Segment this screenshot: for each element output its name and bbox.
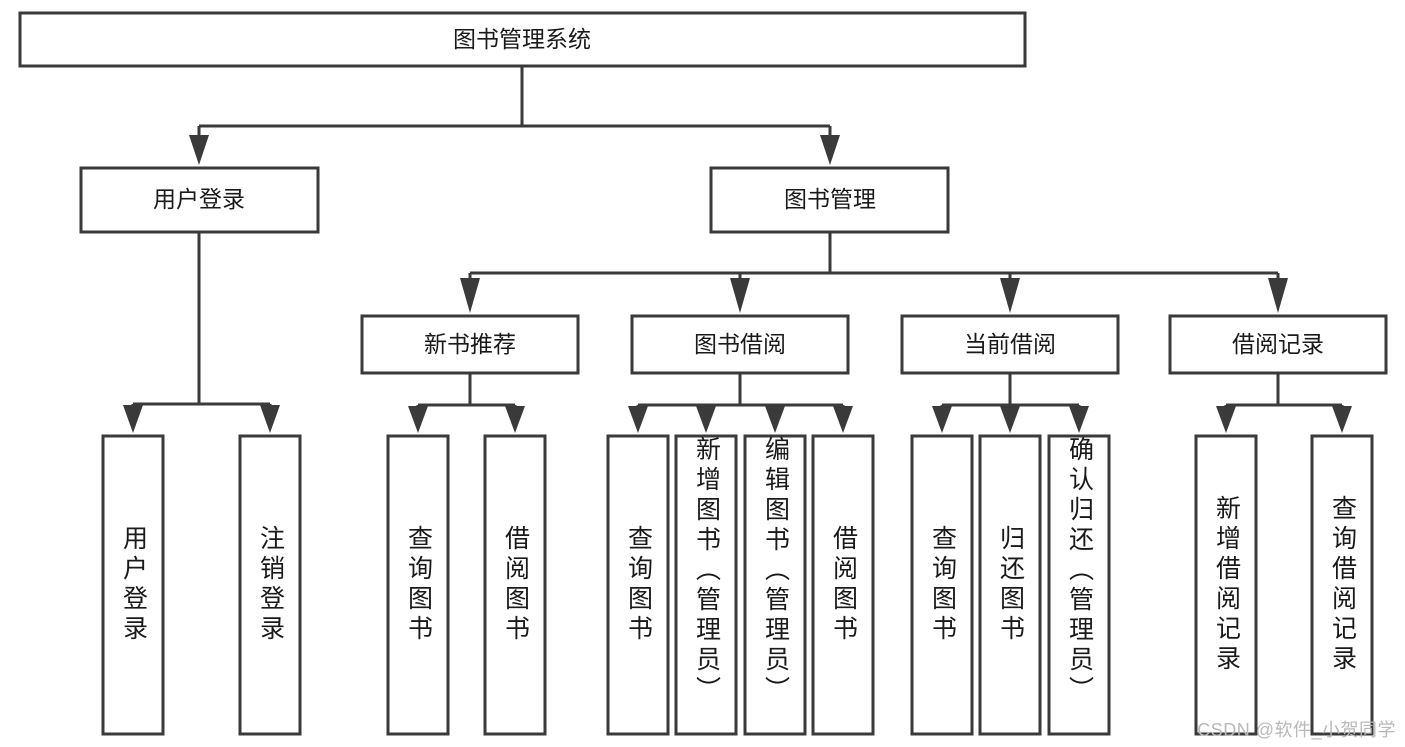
arrow-current-leaf-2 (1000, 406, 1020, 433)
node-box-borrow-record[interactable] (1168, 314, 1388, 375)
node-box-leaf-borrow-2[interactable] (674, 434, 738, 736)
node-box-leaf-record-2[interactable] (1310, 434, 1374, 736)
arrow-bookmgmt-to-borrow (730, 278, 750, 313)
node-label-borrow-record: 借阅记录 (1232, 331, 1324, 357)
node-box-leaf-user-login-2[interactable] (238, 434, 302, 736)
node-box-leaf-current-3[interactable] (1047, 434, 1111, 736)
arrow-borrow-leaf-2 (696, 406, 716, 433)
node-box-leaf-recommend-1[interactable] (386, 434, 450, 736)
node-box-root[interactable] (18, 11, 1027, 68)
node-label-book-management: 图书管理 (784, 186, 876, 212)
arrow-root-to-bookmgmt (820, 135, 840, 165)
arrow-borrow-leaf-4 (833, 406, 853, 433)
arrow-borrow-leaf-1 (628, 406, 648, 433)
node-box-user-login[interactable] (79, 166, 320, 234)
arrow-recommend-leaf-1 (408, 406, 428, 433)
arrow-login-leaf-2 (260, 405, 280, 433)
arrow-bookmgmt-to-current (1000, 278, 1020, 313)
node-box-book-borrow[interactable] (630, 314, 850, 375)
node-box-leaf-user-login-1[interactable] (101, 434, 165, 736)
node-label-book-borrow: 图书借阅 (694, 331, 786, 357)
connector-layer (123, 66, 1352, 433)
arrow-recommend-leaf-2 (505, 406, 525, 433)
node-box-leaf-recommend-2[interactable] (483, 434, 547, 736)
watermark-text: CSDN @软件_小贺同学 (1197, 720, 1396, 740)
arrow-borrow-leaf-3 (765, 406, 785, 433)
node-box-leaf-borrow-3[interactable] (743, 434, 807, 736)
node-label-new-book-recommend: 新书推荐 (424, 331, 516, 357)
node-box-book-management[interactable] (709, 166, 950, 234)
arrow-current-leaf-3 (1069, 406, 1089, 433)
node-box-leaf-current-1[interactable] (910, 434, 974, 736)
node-box-leaf-borrow-1[interactable] (606, 434, 670, 736)
arrow-root-to-login (189, 135, 209, 165)
arrow-record-leaf-1 (1216, 406, 1236, 433)
arrow-bookmgmt-to-record (1268, 278, 1288, 313)
node-label-current-borrow: 当前借阅 (964, 331, 1056, 357)
node-box-leaf-record-1[interactable] (1194, 434, 1258, 736)
arrow-login-leaf-1 (123, 405, 143, 433)
arrow-bookmgmt-to-recommend (460, 278, 480, 313)
arrow-record-leaf-2 (1332, 406, 1352, 433)
node-label-root: 图书管理系统 (453, 26, 591, 52)
node-box-leaf-current-2[interactable] (978, 434, 1042, 736)
node-box-current-borrow[interactable] (900, 314, 1120, 375)
node-label-user-login: 用户登录 (153, 186, 245, 212)
arrow-current-leaf-1 (932, 406, 952, 433)
node-box-new-book-recommend[interactable] (360, 314, 580, 375)
node-box-leaf-borrow-4[interactable] (811, 434, 875, 736)
node-layer: 图书管理系统 用户登录 图书管理 新书推荐 图书借阅 当前借阅 借阅记录 (18, 11, 1388, 736)
